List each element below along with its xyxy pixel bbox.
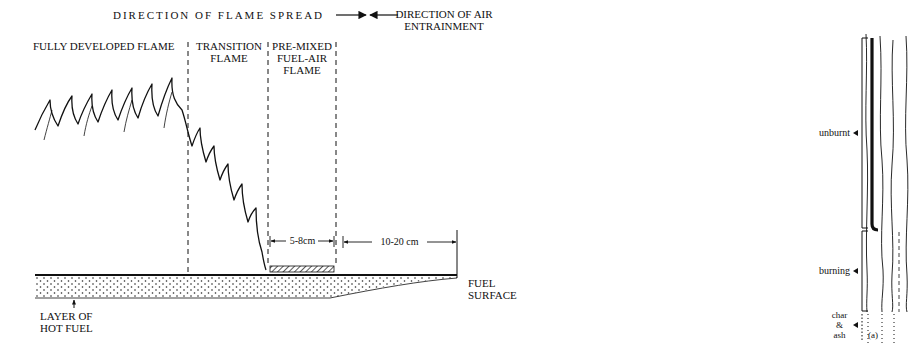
hot-fuel-arrow: [74, 300, 75, 308]
zone-label: TRANSITION FLAME: [193, 40, 265, 64]
sample-strip: [866, 34, 908, 344]
air-entrainment-arrow: [370, 14, 398, 15]
zone-dividers: [188, 42, 336, 272]
zone-label: unburnt: [819, 127, 850, 138]
layer-label: LAYER OF HOT FUEL: [40, 310, 106, 334]
flame-spread-arrow: [336, 14, 366, 15]
flame-outline: [35, 78, 266, 270]
zone-brackets: [862, 38, 868, 342]
flame-inner-lines: [44, 92, 172, 140]
direction-label: DIRECTION OF FLAME SPREAD: [113, 9, 324, 21]
surface-label: FUEL SURFACE: [468, 277, 526, 301]
premixed-flame-strip: [270, 266, 334, 272]
dimension-premixed: [270, 236, 334, 247]
zone-label: PRE-MIXED FUEL-AIR FLAME: [270, 40, 334, 76]
hot-fuel-layer: [35, 276, 457, 298]
panel-label: (a): [868, 331, 878, 341]
zone-label: burning: [819, 265, 850, 276]
zone-label: FULLY DEVELOPED FLAME: [33, 40, 175, 52]
fuel-surface-line: [35, 274, 457, 276]
fuel-edge-line: [457, 230, 458, 278]
zone-pointers: [853, 130, 858, 328]
direction-label: DIRECTION OF AIR ENTRAINMENT: [388, 8, 500, 32]
dimension-label: 5-8cm: [286, 235, 319, 246]
zone-label: char & ash: [830, 311, 849, 341]
dimension-entrainment: [343, 236, 456, 248]
dimension-label: 10-20 cm: [373, 236, 426, 247]
fuel-layer-bottom: [35, 278, 457, 298]
